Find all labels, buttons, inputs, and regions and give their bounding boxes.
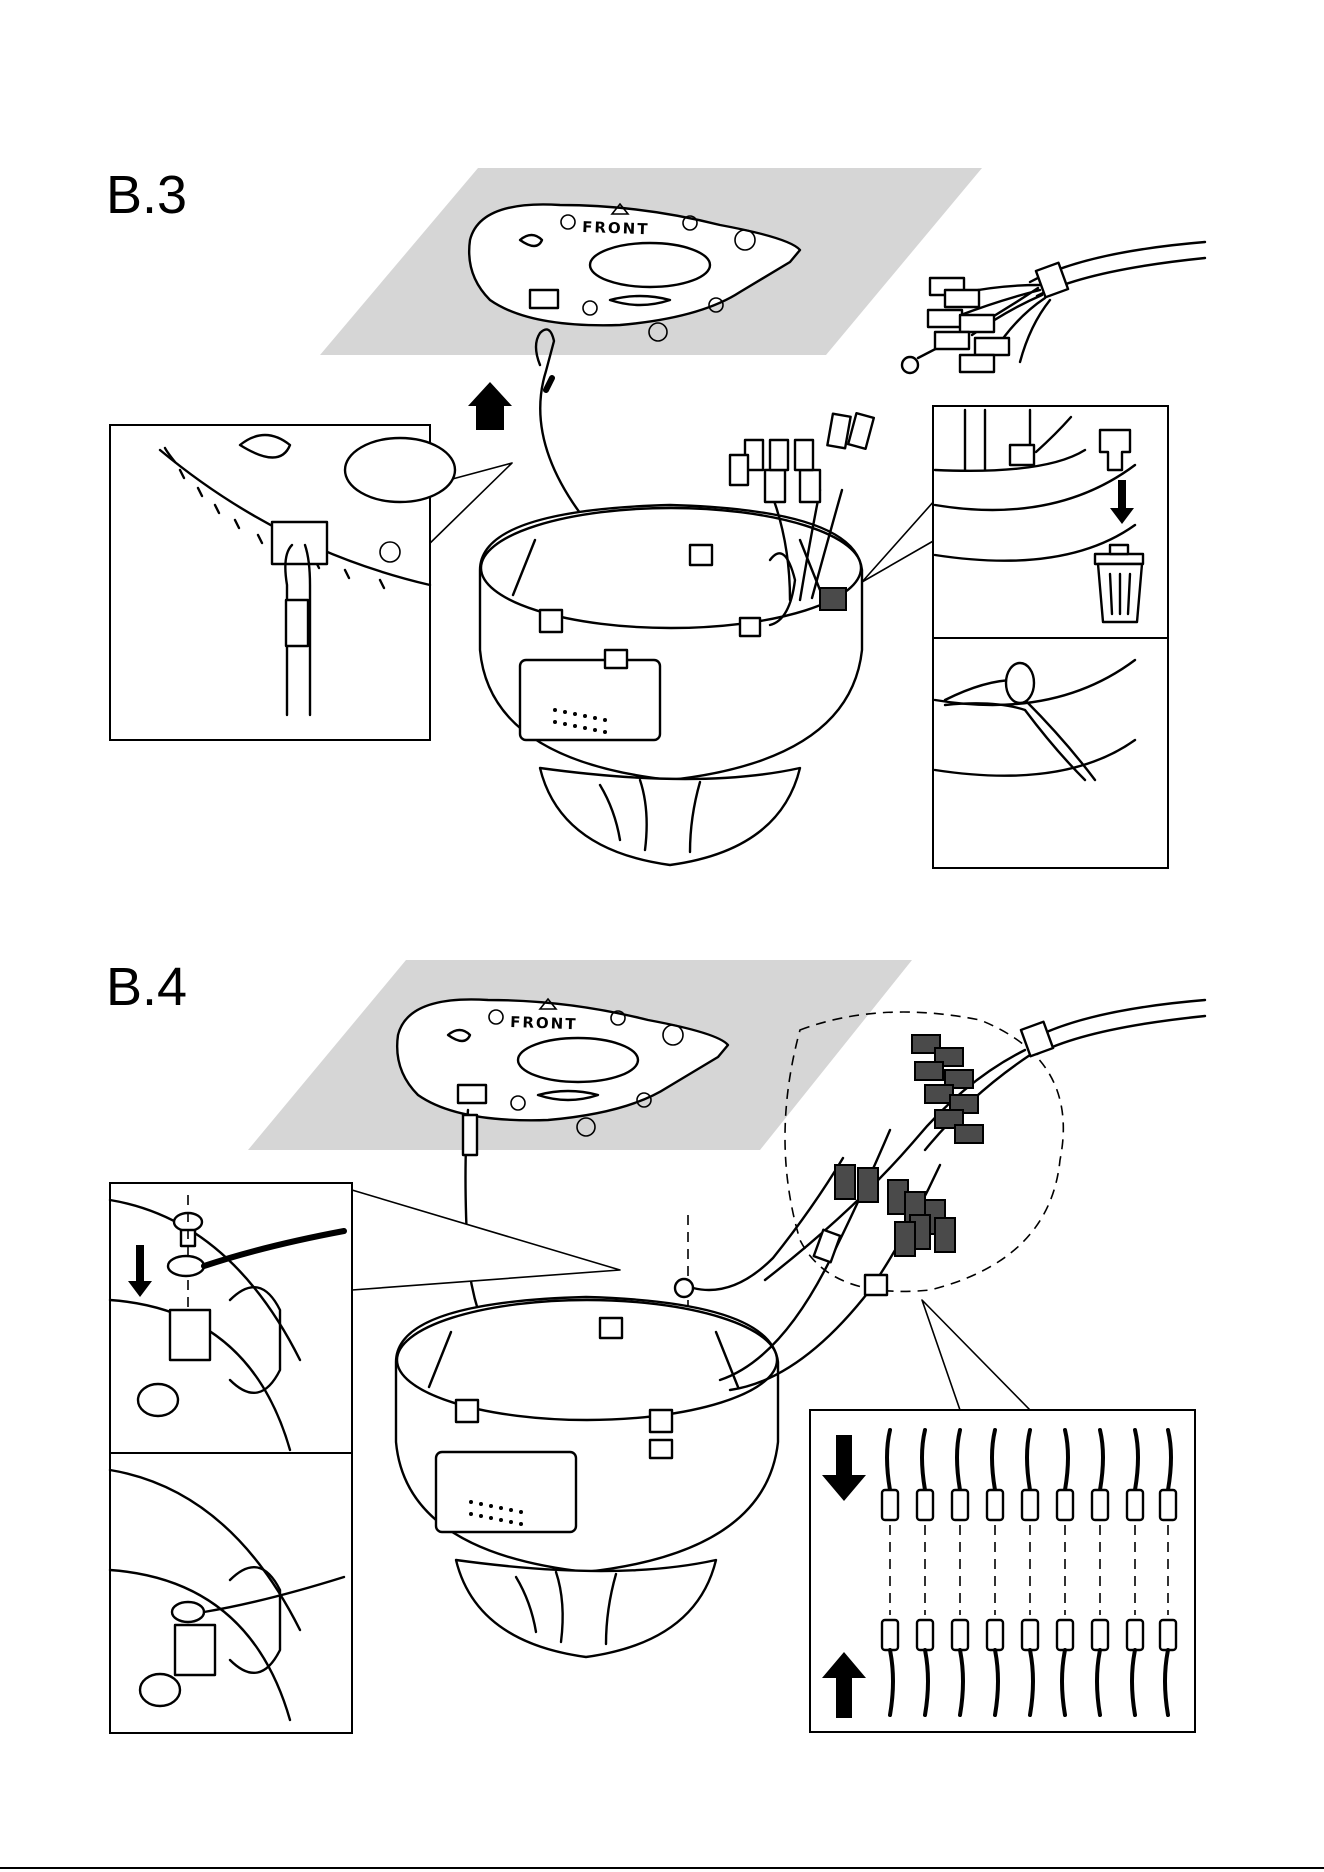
detail-panel-ground-fixed (110, 1453, 352, 1733)
detail-panel-remove-cap (862, 406, 1168, 638)
front-marking-b4: FRONT (510, 1013, 578, 1033)
cable-bundle (902, 242, 1205, 373)
detail-panel-wire-routed (933, 638, 1168, 868)
step-b4-illustration: FRONT (110, 960, 1205, 1733)
front-marking: FRONT (582, 218, 650, 238)
camera-dome (480, 413, 874, 865)
step-b3-illustration: FRONT (110, 168, 1205, 868)
trash-icon (1095, 545, 1143, 622)
detail-panel-safety-wire (110, 425, 512, 740)
up-arrow-icon (468, 382, 512, 430)
detail-panel-wire-connect (810, 1300, 1195, 1732)
